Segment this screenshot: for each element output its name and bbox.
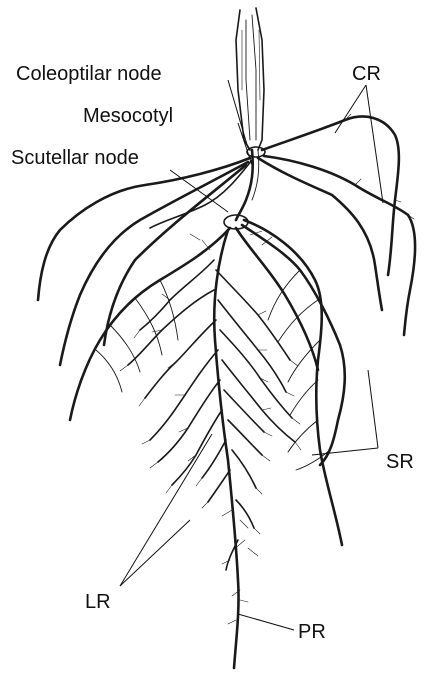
primary-root	[214, 230, 238, 668]
seminal-roots	[70, 220, 345, 545]
label-mesocotyl: Mesocotyl	[83, 105, 173, 127]
label-coleoptilar-node: Coleoptilar node	[16, 63, 162, 85]
label-cr: CR	[352, 63, 381, 85]
label-lr: LR	[85, 591, 111, 613]
coleoptilar-node-knot	[247, 147, 265, 157]
label-scutellar-node: Scutellar node	[11, 147, 139, 169]
label-sr: SR	[386, 451, 414, 473]
label-pr: PR	[298, 621, 326, 643]
